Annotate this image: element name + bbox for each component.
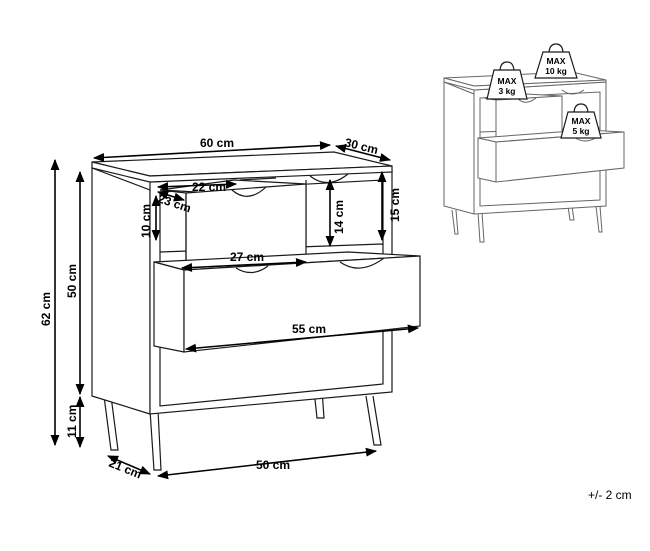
weight-icon-top: MAX 10 kg [534, 43, 578, 79]
dim-line-leg-spread-width [156, 447, 378, 480]
dim-line-top-depth [334, 144, 392, 162]
weight-label-large-drawer-value: 5 kg [572, 126, 589, 136]
load-view-side [443, 81, 475, 215]
cabinet-main [91, 151, 421, 471]
weight-label-large-drawer-max: MAX [572, 116, 591, 126]
label-small-drawer-height: 10 cm [139, 204, 153, 238]
weight-icon-small-drawer: MAX 3 kg [486, 61, 528, 100]
weight-icon-large-drawer: MAX 5 kg [560, 103, 602, 139]
dim-line-small-drawer-depth [156, 190, 186, 202]
weight-icon-large-drawer-body [560, 111, 602, 139]
weight-label-small-drawer-max: MAX [498, 76, 517, 86]
label-large-drawer-depth: 27 cm [230, 250, 264, 264]
dim-line-small-drawer-width [156, 179, 238, 192]
weight-icon-large-drawer-handle [573, 103, 589, 115]
large-drawer-side [153, 261, 185, 353]
label-leg-spread-width: 50 cm [256, 458, 290, 472]
dimension-labels: 60 cm 30 cm 22 cm 23 cm 10 cm 14 cm 15 c… [39, 135, 402, 481]
dim-line-large-drawer-depth [180, 258, 308, 272]
label-large-drawer-width: 55 cm [292, 322, 326, 336]
tolerance-note: +/- 2 cm [588, 488, 632, 502]
weight-icon-top-handle [548, 43, 564, 55]
large-drawer-handle [339, 257, 385, 269]
weight-label-small-drawer-value: 3 kg [498, 86, 515, 96]
load-view-small-drawer-handle [517, 97, 537, 103]
dim-line-leg-spread-depth [106, 455, 152, 475]
load-view-top-edge [443, 77, 607, 91]
load-view-leg-back-right [567, 205, 575, 221]
label-inner-height: 14 cm [332, 200, 346, 234]
label-leg-spread-depth: 21 cm [107, 456, 144, 482]
weight-icon-small-drawer-body [486, 69, 528, 100]
weight-label-top-value: 10 kg [545, 66, 567, 76]
dimension-lines [50, 141, 420, 480]
load-capacity-view: MAX 10 kg MAX 3 kg MAX 5 kg [443, 43, 625, 243]
small-drawer-inner-back [239, 177, 277, 181]
weight-icon-small-drawer-handle [499, 61, 515, 73]
dim-line-large-drawer-width [184, 324, 420, 353]
load-view-large-drawer-side [477, 137, 497, 183]
label-leg-height: 11 cm [65, 405, 79, 438]
weight-icon-top-body [534, 51, 578, 79]
leg-back-right [313, 389, 325, 419]
label-body-height: 50 cm [65, 264, 79, 298]
label-compartment-height: 15 cm [388, 188, 402, 222]
label-top-depth: 30 cm [343, 135, 379, 157]
label-small-drawer-width: 22 cm [192, 180, 226, 194]
load-view-leg-left [451, 209, 459, 235]
load-view-leg-right [595, 205, 603, 233]
load-view-leg-back [477, 211, 485, 243]
leg-front-right [365, 395, 382, 446]
weight-label-top-max: MAX [547, 56, 566, 66]
cabinet-top-edge [91, 161, 393, 183]
dim-line-top-width [92, 141, 332, 162]
label-top-width: 60 cm [200, 136, 234, 150]
small-drawer-handle [231, 186, 267, 197]
load-view-back-handle [561, 89, 585, 95]
leg-front-left [103, 395, 119, 451]
label-total-height: 62 cm [39, 292, 53, 326]
leg-back-left [149, 409, 162, 471]
